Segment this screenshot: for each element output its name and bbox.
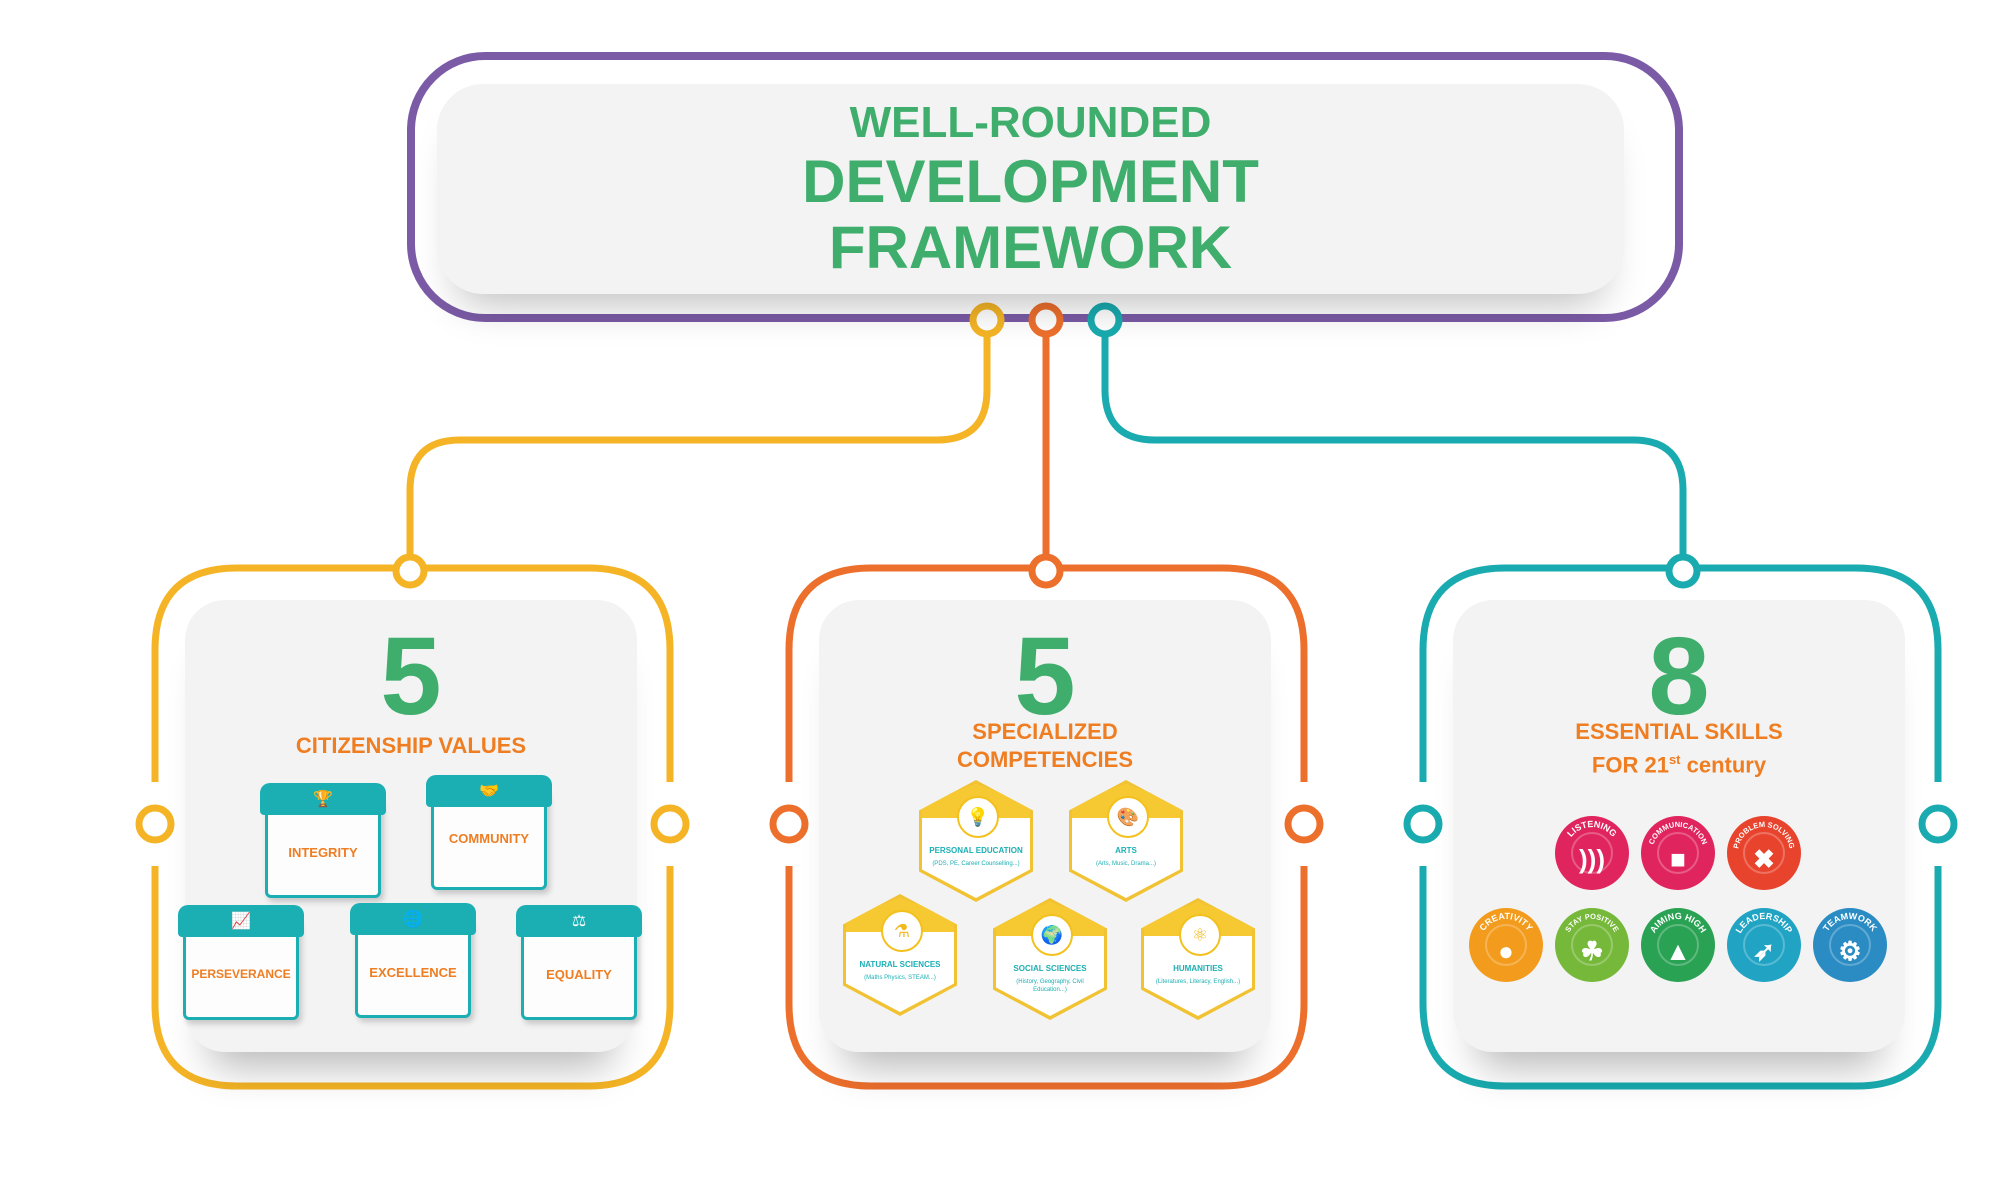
handshake-icon: 🤝 — [426, 775, 552, 807]
sound-waves-icon: ))) — [1579, 843, 1605, 874]
value-label: EQUALITY — [546, 967, 612, 982]
citizenship-values-card: 5 CITIZENSHIP VALUES 🏆 INTEGRITY 🤝 COMMU… — [178, 600, 642, 1052]
lightbulb-icon: ● — [1498, 935, 1514, 966]
essential-skills-card: 8 ESSENTIAL SKILLS FOR 21st century LIST… — [1453, 600, 1905, 1052]
hex-subtitle: (Arts, Music, Drama...) — [1095, 861, 1156, 867]
skill-badge-creativity: CREATIVITY● — [1467, 906, 1545, 984]
hex-title: SOCIAL SCIENCES — [1013, 964, 1087, 973]
hex-natural-sciences: ⚗ NATURAL SCIENCES (Maths Physics, STEAM… — [843, 894, 957, 1016]
ring-yellow-top — [969, 302, 1005, 338]
hex-title: ARTS — [1115, 846, 1137, 855]
card-heading: CITIZENSHIP VALUES — [295, 733, 527, 758]
hex-title: PERSONAL EDUCATION — [929, 846, 1023, 855]
hex-subtitle: (Literatures, Literacy, English...) — [1155, 979, 1241, 985]
hex-subtitle: (Maths Physics, STEAM...) — [864, 975, 936, 981]
ring-orange-card-right — [1284, 804, 1324, 844]
flask-icon: ⚗ — [881, 910, 923, 952]
globe-icon: 🌍 — [1031, 914, 1073, 956]
skill-badge-stay-positive: STAY POSITIVE☘ — [1553, 906, 1631, 984]
value-box-integrity: 🏆 INTEGRITY — [260, 783, 386, 898]
palette-icon: 🎨 — [1107, 796, 1149, 838]
ring-yellow-card-left — [135, 804, 175, 844]
card-number: 5 — [1014, 615, 1076, 738]
card-number: 5 — [380, 615, 442, 738]
card-heading: SPECIALIZED COMPETENCIES — [819, 718, 1271, 774]
skill-badge-problem-solving: PROBLEM SOLVING✖ — [1725, 814, 1803, 892]
value-label: EXCELLENCE — [369, 965, 457, 980]
value-label: INTEGRITY — [288, 845, 358, 860]
ring-orange-card-top — [1028, 553, 1064, 589]
hex-social-sciences: 🌍 SOCIAL SCIENCES (History, Geography, C… — [993, 898, 1107, 1020]
value-box-community: 🤝 COMMUNITY — [426, 775, 552, 890]
growth-chart-icon: 📈 — [178, 905, 304, 937]
scales-icon: ⚖ — [516, 905, 642, 937]
hex-subtitle: (History, Geography, Civil Education...) — [1016, 979, 1084, 993]
value-label: COMMUNITY — [448, 831, 530, 846]
value-box-equality: ⚖ EQUALITY — [516, 905, 642, 1020]
title-line-3: FRAMEWORK — [828, 214, 1233, 281]
mountain-icon: ▲ — [1665, 935, 1691, 966]
hex-subtitle: (PDS, PE, Career Counselling...) — [932, 861, 1020, 867]
hex-title: NATURAL SCIENCES — [859, 960, 941, 969]
chat-bubble-icon: ■ — [1670, 843, 1686, 874]
specialized-competencies-card: 5 SPECIALIZED COMPETENCIES 💡 PERSONAL ED… — [819, 600, 1271, 1052]
value-box-excellence: 🌐 EXCELLENCE — [350, 903, 476, 1018]
hex-arts: 🎨 ARTS (Arts, Music, Drama...) — [1069, 780, 1183, 902]
puzzle-icon: ✖ — [1753, 843, 1775, 874]
hex-title: HUMANITIES — [1173, 964, 1223, 973]
card-number: 8 — [1648, 615, 1710, 738]
lightbulb-icon: 💡 — [957, 796, 999, 838]
ring-teal-card-top — [1665, 553, 1701, 589]
ring-orange-card-left — [769, 804, 809, 844]
trophy-icon: 🏆 — [260, 783, 386, 815]
sprout-icon: ☘ — [1580, 935, 1604, 966]
title-line-1: WELL-ROUNDED — [849, 98, 1212, 147]
atom-icon: ⚛ — [1179, 914, 1221, 956]
teal-connector — [1101, 334, 1687, 560]
title-panel: WELL-ROUNDED DEVELOPMENT FRAMEWORK — [437, 84, 1624, 294]
skill-badge-teamwork: TEAMWORK⚙ — [1811, 906, 1889, 984]
card-heading-line-2: COMPETENCIES — [956, 747, 1134, 772]
gears-icon: ⚙ — [1838, 935, 1862, 966]
yellow-connector — [406, 334, 991, 560]
ring-yellow-card-top — [392, 553, 428, 589]
ring-orange-top — [1028, 302, 1064, 338]
card-heading-line-1: SPECIALIZED — [972, 719, 1118, 744]
hex-humanities: ⚛ HUMANITIES (Literatures, Literacy, Eng… — [1141, 898, 1255, 1020]
card-heading: ESSENTIAL SKILLS FOR 21st century — [1453, 718, 1905, 779]
ring-teal-card-left — [1403, 804, 1443, 844]
skill-badge-leadership: LEADERSHIP➶ — [1725, 906, 1803, 984]
card-heading-line-1: ESSENTIAL SKILLS — [1575, 719, 1783, 744]
skill-badge-communication: COMMUNICATION■ — [1639, 814, 1717, 892]
globe-hand-icon: 🌐 — [350, 903, 476, 935]
card-heading-line-2: FOR 21st century — [1591, 752, 1767, 778]
ring-teal-card-right — [1918, 804, 1958, 844]
value-label: PERSEVERANCE — [191, 967, 291, 981]
ring-teal-top — [1087, 302, 1123, 338]
skill-badge-listening: LISTENING))) — [1553, 814, 1631, 892]
skill-badge-aiming-high: AIMING HIGH▲ — [1639, 906, 1717, 984]
title-line-2: DEVELOPMENT — [802, 148, 1259, 215]
value-box-perseverance: 📈 PERSEVERANCE — [178, 905, 304, 1020]
ring-yellow-card-right — [650, 804, 690, 844]
hex-personal-education: 💡 PERSONAL EDUCATION (PDS, PE, Career Co… — [919, 780, 1033, 902]
arrows-icon: ➶ — [1753, 935, 1775, 966]
